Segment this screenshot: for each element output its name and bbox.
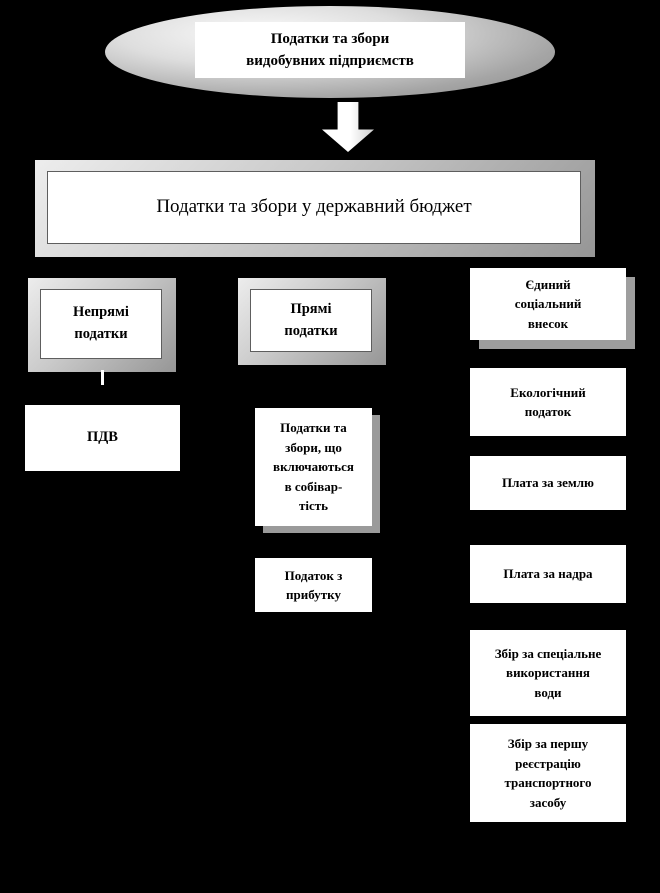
down-arrow-icon (322, 102, 374, 152)
land-payment-box: Плата за землю (470, 456, 626, 510)
direct-taxes-label: Прямі податки (250, 289, 372, 352)
ecological-tax-box: Екологічний податок (470, 368, 626, 436)
direct-taxes-box: Прямі податки (238, 278, 386, 365)
vat-box: ПДВ (25, 405, 180, 471)
social-contribution-box: Єдиний соціальний внесок (470, 268, 626, 340)
subsoil-payment-box: Плата за надра (470, 545, 626, 603)
vehicle-registration-fee-box: Збір за першу реєстрацію транспортного з… (470, 724, 626, 822)
water-use-fee-box: Збір за спеціальне використання води (470, 630, 626, 716)
indirect-taxes-box: Непрямі податки (28, 278, 176, 372)
title-ellipse-label: Податки та збори видобувних підприємств (195, 22, 465, 78)
budget-box: Податки та збори у державний бюджет (35, 160, 595, 257)
cost-taxes-box: Податки та збори, що включаються в собів… (255, 408, 372, 526)
connector-line (101, 370, 104, 385)
indirect-taxes-label: Непрямі податки (40, 289, 162, 359)
budget-box-label: Податки та збори у державний бюджет (47, 171, 581, 244)
profit-tax-box: Податок з прибутку (255, 558, 372, 612)
